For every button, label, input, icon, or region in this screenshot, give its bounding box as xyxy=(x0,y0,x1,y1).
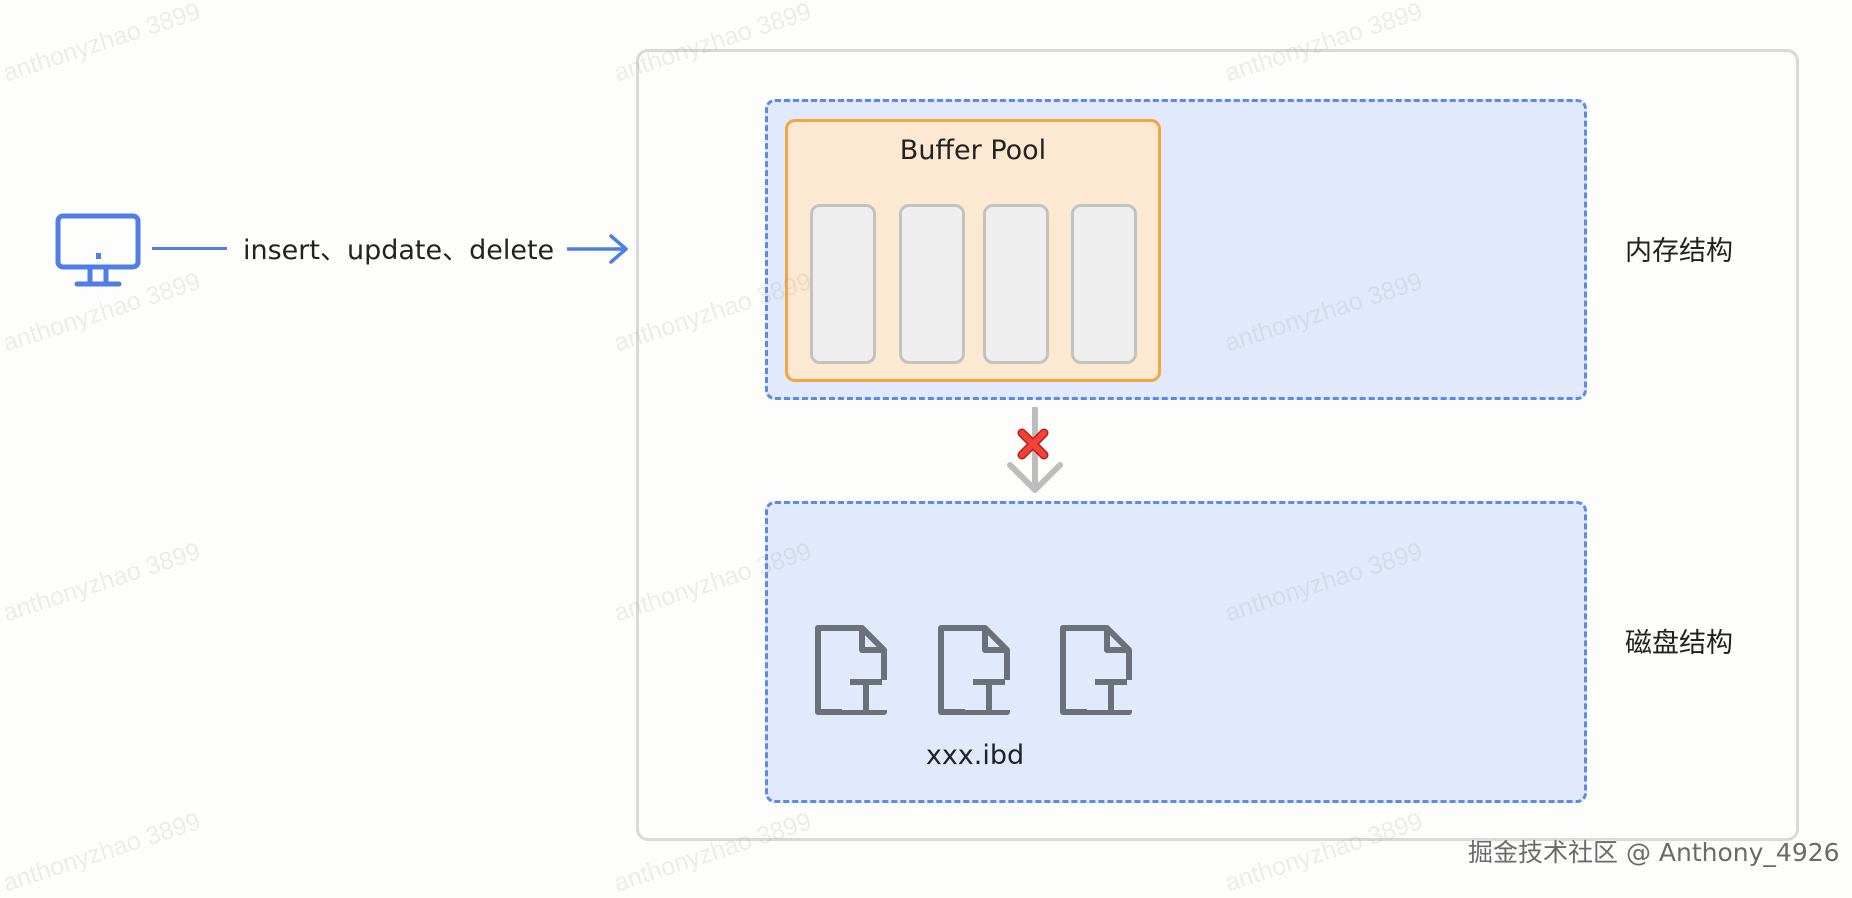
watermark: anthonyzhao 3899 xyxy=(0,0,204,88)
buffer-page xyxy=(810,204,876,364)
buffer-page xyxy=(1071,204,1137,364)
source-credit: 掘金技术社区 @ Anthony_4926 xyxy=(1468,838,1840,867)
operations-label: insert、update、delete xyxy=(243,235,555,266)
disk-structure-label: 磁盘结构 xyxy=(1625,628,1733,659)
text-file-icon xyxy=(938,625,1011,715)
watermark: anthonyzhao 3899 xyxy=(0,807,204,898)
arrow-right-icon xyxy=(567,234,628,264)
memory-structure-label: 内存结构 xyxy=(1625,236,1733,267)
ibd-file-name: xxx.ibd xyxy=(925,740,1025,771)
disk-structure-region xyxy=(765,501,1587,803)
text-file-icon xyxy=(815,625,888,715)
buffer-page xyxy=(983,204,1049,364)
buffer-pool-title: Buffer Pool xyxy=(899,135,1047,166)
buffer-page xyxy=(899,204,965,364)
computer-icon xyxy=(55,213,141,287)
text-file-icon xyxy=(1060,625,1133,715)
red-x-icon xyxy=(1017,428,1049,460)
blocked-arrow-down-icon xyxy=(1007,407,1063,493)
watermark: anthonyzhao 3899 xyxy=(0,537,204,628)
request-connector-line xyxy=(152,247,227,250)
